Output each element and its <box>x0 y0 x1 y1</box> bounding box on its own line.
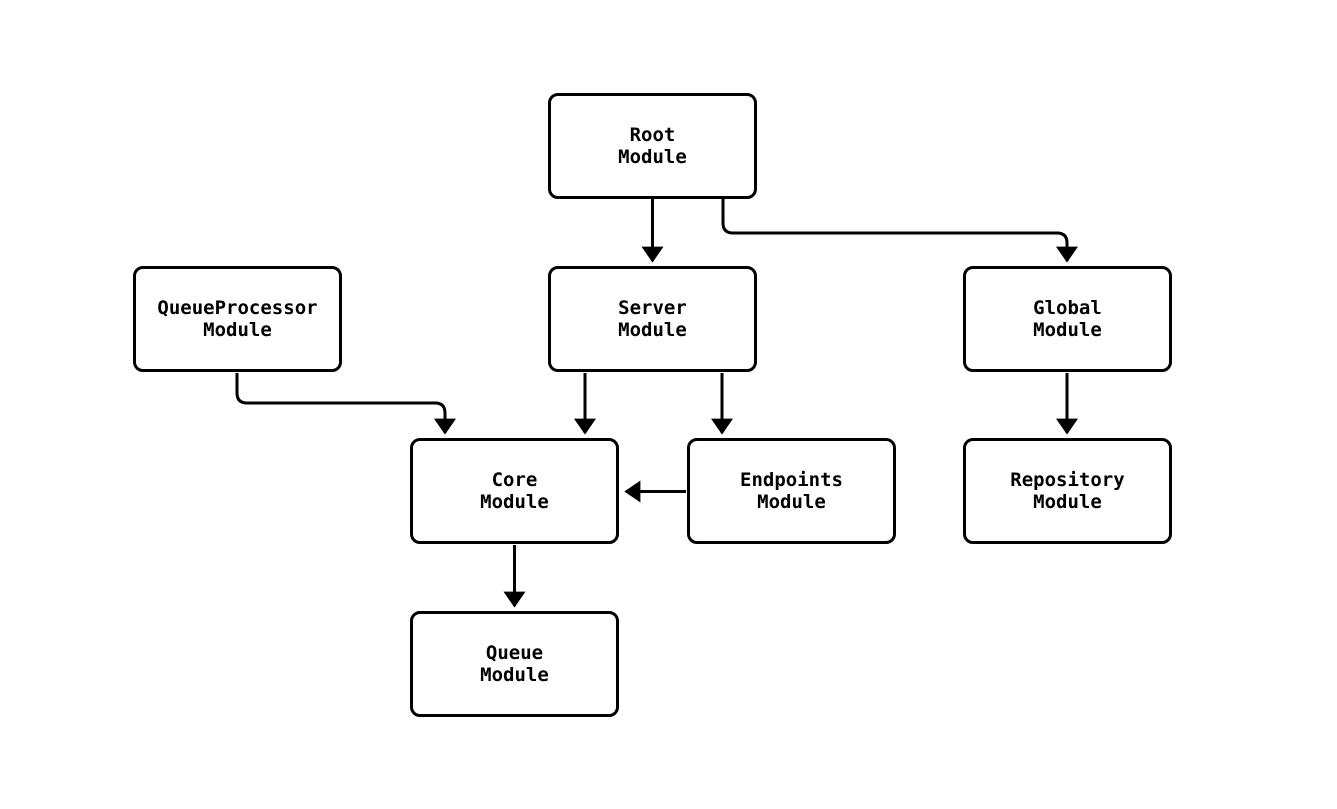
node-global-label-line1: Global <box>1033 297 1102 319</box>
node-queue-processor-label-line2: Module <box>203 319 272 341</box>
node-endpoints-label-line2: Module <box>757 491 826 513</box>
node-server-label-line2: Module <box>618 319 687 341</box>
node-root-label-line2: Module <box>618 146 687 168</box>
node-server-label-line1: Server <box>618 297 687 319</box>
edge-queue-processor-to-core <box>235 373 456 435</box>
node-queue-label-line2: Module <box>480 664 549 686</box>
node-endpoints-label-line1: Endpoints <box>740 469 843 491</box>
node-queue-label-line1: Queue <box>485 642 544 664</box>
node-root-label-line1: Root <box>629 124 676 146</box>
node-repository-label-line2: Module <box>1033 491 1102 513</box>
node-global-label-line2: Module <box>1033 319 1102 341</box>
edge-root-to-global <box>721 199 1078 263</box>
node-core-label-line2: Module <box>480 491 549 513</box>
node-queue-processor-label-line1: QueueProcessor <box>157 297 318 319</box>
node-core-label-line1: Core <box>491 469 538 491</box>
node-repository-label-line1: Repository <box>1010 469 1125 491</box>
